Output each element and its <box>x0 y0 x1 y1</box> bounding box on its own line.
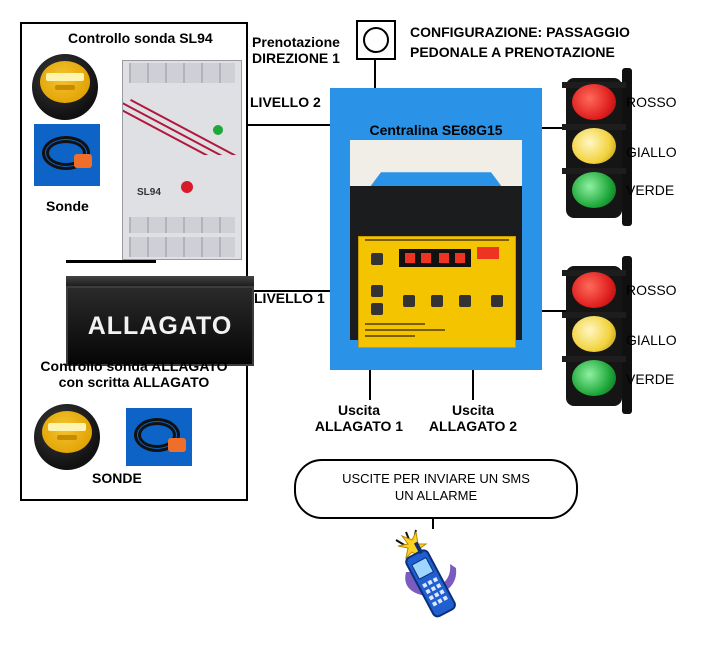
allagato-sign: ALLAGATO <box>66 276 254 366</box>
livello-1-label: LIVELLO 1 <box>254 290 325 306</box>
panel-button[interactable] <box>459 295 471 307</box>
panel-button[interactable] <box>491 295 503 307</box>
prenotazione-label: Prenotazione DIREZIONE 1 <box>244 34 348 66</box>
sms-box-line-2: UN ALLARME <box>394 488 478 503</box>
panel-button[interactable] <box>371 303 383 315</box>
display <box>399 249 471 267</box>
sl94-device: SL94 <box>122 60 242 260</box>
light-label-rosso: ROSSO <box>626 94 677 110</box>
control-panel <box>358 236 516 348</box>
uscita-2-label: Uscita ALLAGATO 2 <box>418 402 528 434</box>
central-title: Centralina SE68G15 <box>369 122 503 138</box>
light-label-giallo: GIALLO <box>626 144 677 160</box>
config-title: CONFIGURAZIONE: PASSAGGIO PEDONALE A PRE… <box>410 22 630 62</box>
traffic-light-2-line <box>542 310 572 312</box>
sensor-panel: Controllo sonda SL94 Sonde SL94 ALLAGATO… <box>20 22 254 501</box>
allagato-title-line-2: con scritta ALLAGATO <box>58 374 210 390</box>
livello-2-line <box>245 124 330 126</box>
light-label-giallo: GIALLO <box>626 332 677 348</box>
panel-button[interactable] <box>431 295 443 307</box>
cable-probe-icon <box>34 124 100 186</box>
uscita-1-label: Uscita ALLAGATO 1 <box>304 402 414 434</box>
sms-line <box>432 515 434 529</box>
prenotazione-line-1: Prenotazione <box>252 34 340 50</box>
panel-button[interactable] <box>371 285 383 297</box>
traffic-light-icon <box>562 256 632 414</box>
mounting-bracket <box>350 140 522 186</box>
panel-button[interactable] <box>403 295 415 307</box>
panel-button[interactable] <box>371 253 383 265</box>
uscita-1-line-1: Uscita <box>337 402 381 418</box>
sl94-title: Controllo sonda SL94 <box>68 30 213 46</box>
alarm-led-icon <box>181 181 193 193</box>
status-led-icon <box>213 125 223 135</box>
sl94-device-label: SL94 <box>137 187 161 198</box>
sms-box-line-1: USCITE PER INVIARE UN SMS <box>342 471 530 486</box>
light-label-rosso: ROSSO <box>626 282 677 298</box>
sonde-caps-label: SONDE <box>92 470 142 486</box>
allagato-title-line-1: Controllo sonda ALLAGATO <box>40 358 228 374</box>
uscita-1-line-2: ALLAGATO 1 <box>314 418 404 434</box>
mobile-phone-icon <box>392 528 472 628</box>
config-title-line-1: CONFIGURAZIONE: PASSAGGIO <box>410 24 630 40</box>
prenotazione-line <box>374 58 376 88</box>
light-label-verde: VERDE <box>626 371 675 387</box>
config-title-line-2: PEDONALE A PRENOTAZIONE <box>410 44 615 60</box>
allagato-title: Controllo sonda ALLAGATO con scritta ALL… <box>22 358 246 390</box>
sonde-label: Sonde <box>46 198 89 214</box>
livello-1-line <box>245 290 330 292</box>
traffic-light-icon <box>562 68 632 226</box>
sms-box: USCITE PER INVIARE UN SMS UN ALLARME <box>294 459 578 519</box>
uscita-1-line <box>369 370 371 400</box>
round-sensor-icon <box>32 54 98 120</box>
livello-2-label: LIVELLO 2 <box>250 94 321 110</box>
central-unit: Centralina SE68G15 <box>330 88 542 370</box>
uscita-2-line-2: ALLAGATO 2 <box>428 418 518 434</box>
allagato-sign-text: ALLAGATO <box>87 312 233 340</box>
uscita-2-line <box>472 370 474 400</box>
cable-probe-icon <box>126 408 192 466</box>
prenotazione-line-2: DIREZIONE 1 <box>252 50 340 66</box>
traffic-light-1-line <box>542 127 572 129</box>
alarm-indicator <box>477 247 499 259</box>
uscita-2-line-1: Uscita <box>451 402 495 418</box>
round-sensor-icon <box>34 404 100 470</box>
separator <box>66 260 156 263</box>
light-label-verde: VERDE <box>626 182 675 198</box>
push-button-icon[interactable] <box>356 20 396 60</box>
